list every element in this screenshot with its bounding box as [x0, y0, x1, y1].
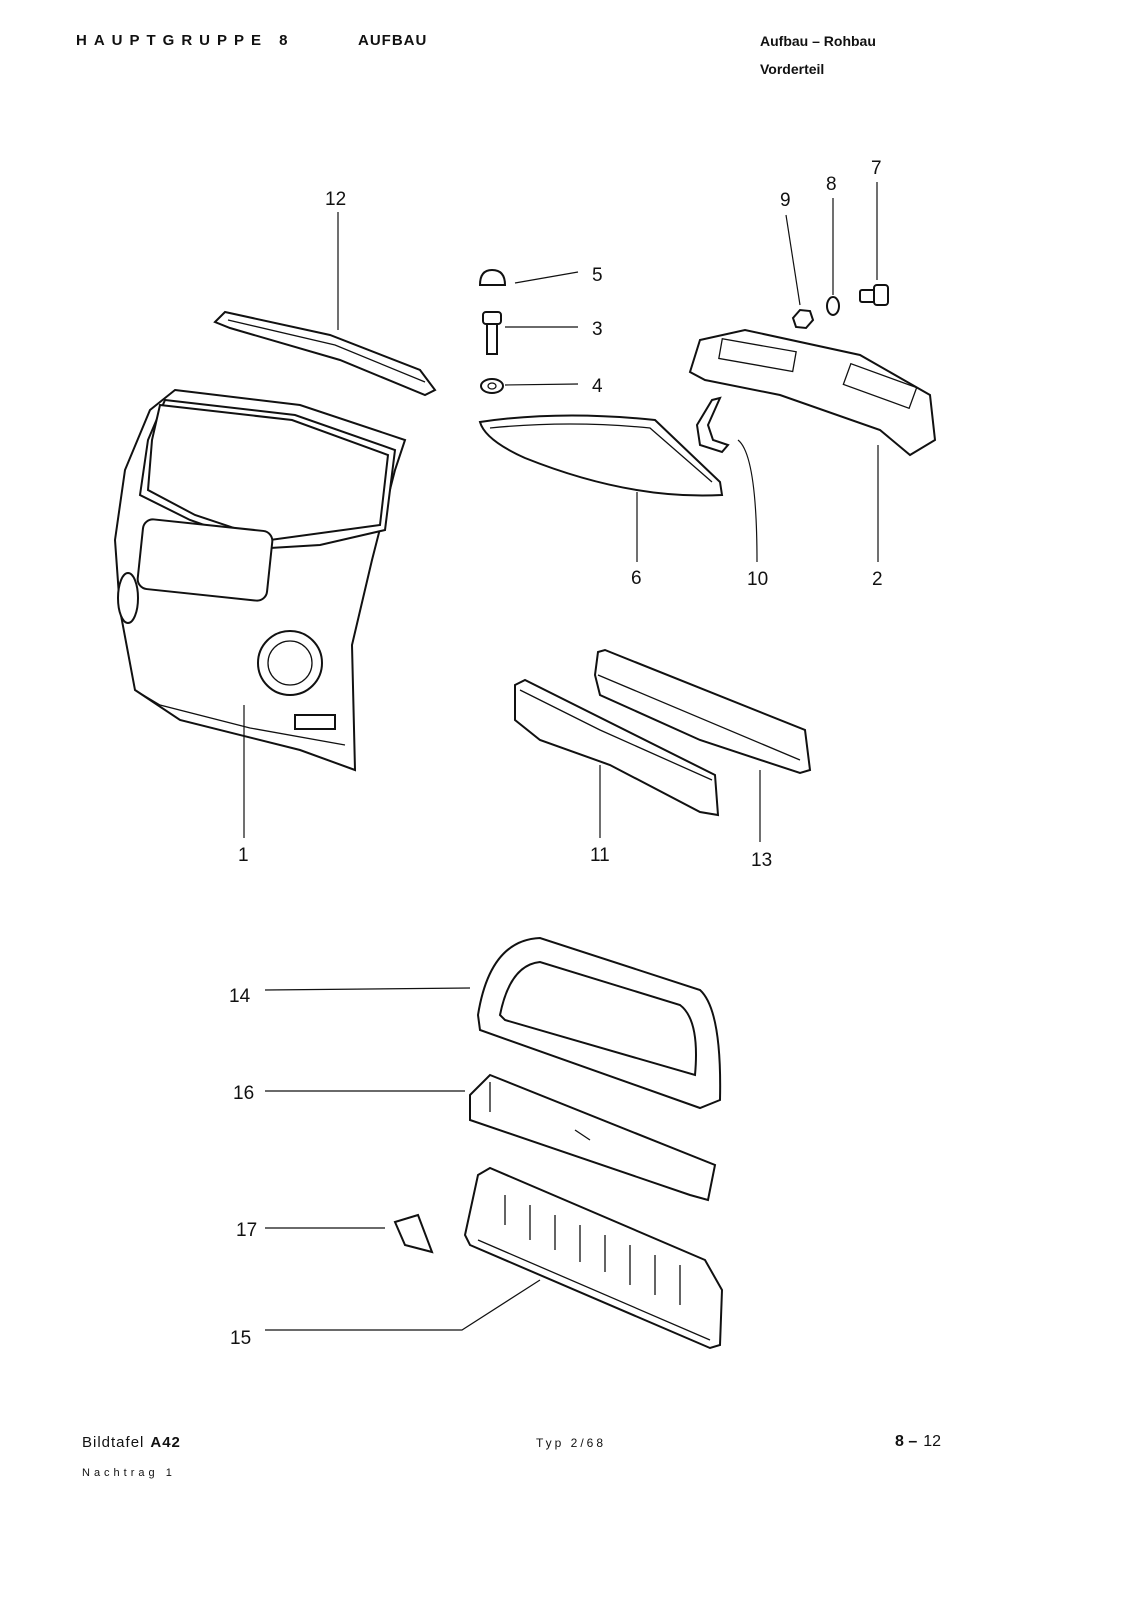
part-16-trim-panel: [469, 1073, 717, 1202]
page-num: 12: [923, 1433, 942, 1450]
callout-10: 10: [747, 569, 768, 590]
plate-reference: Bildtafel A42: [82, 1434, 181, 1451]
callout-17: 17: [236, 1220, 257, 1241]
part-3-bolt: [482, 311, 502, 355]
plate-label: Bildtafel: [82, 1434, 145, 1451]
subtitle-section: Aufbau – Rohbau: [760, 33, 876, 49]
callout-12: 12: [325, 189, 346, 210]
callout-16: 16: [233, 1083, 254, 1104]
part-1-front-panel: [113, 388, 407, 772]
part-11-cross-member: [514, 678, 720, 817]
callout-3: 3: [592, 319, 603, 340]
part-4-washer: [480, 378, 504, 394]
part-9-nut: [791, 308, 815, 330]
callout-15: 15: [230, 1328, 251, 1349]
leader-lines: [243, 182, 879, 1331]
main-group-title: HAUPTGRUPPE 8: [76, 32, 295, 49]
callout-4: 4: [592, 376, 603, 397]
part-13-cross-member: [593, 648, 812, 775]
part-10-bracket: [695, 396, 730, 454]
part-12-roof-front-rail: [213, 310, 437, 397]
part-8-washer: [826, 296, 840, 316]
callout-1: 1: [238, 845, 249, 866]
page-number: 8 – 12: [895, 1433, 941, 1451]
plate-id: A42: [150, 1434, 181, 1451]
callout-8: 8: [826, 174, 837, 195]
page-group: 8 –: [895, 1433, 918, 1450]
part-5-cap: [478, 268, 507, 286]
supplement-note: Nachtrag 1: [82, 1467, 176, 1479]
callout-11: 11: [590, 845, 610, 866]
callout-7: 7: [871, 158, 882, 179]
callout-14: 14: [229, 986, 251, 1007]
callout-5: 5: [592, 265, 603, 286]
subtitle-part: Vorderteil: [760, 61, 825, 77]
callout-2: 2: [872, 569, 883, 590]
callout-9: 9: [780, 190, 791, 211]
part-2-dashboard-support: [688, 328, 937, 457]
part-15-rear-panel: [463, 1166, 724, 1350]
part-14-frame: [476, 936, 722, 1110]
callout-13: 13: [751, 850, 772, 871]
part-6-tray: [478, 414, 724, 497]
vehicle-type: Typ 2/68: [536, 1436, 607, 1450]
part-7-bolt: [859, 284, 889, 306]
part-17-clip: [393, 1213, 434, 1254]
group-name: AUFBAU: [358, 32, 428, 49]
callout-6: 6: [631, 568, 642, 589]
